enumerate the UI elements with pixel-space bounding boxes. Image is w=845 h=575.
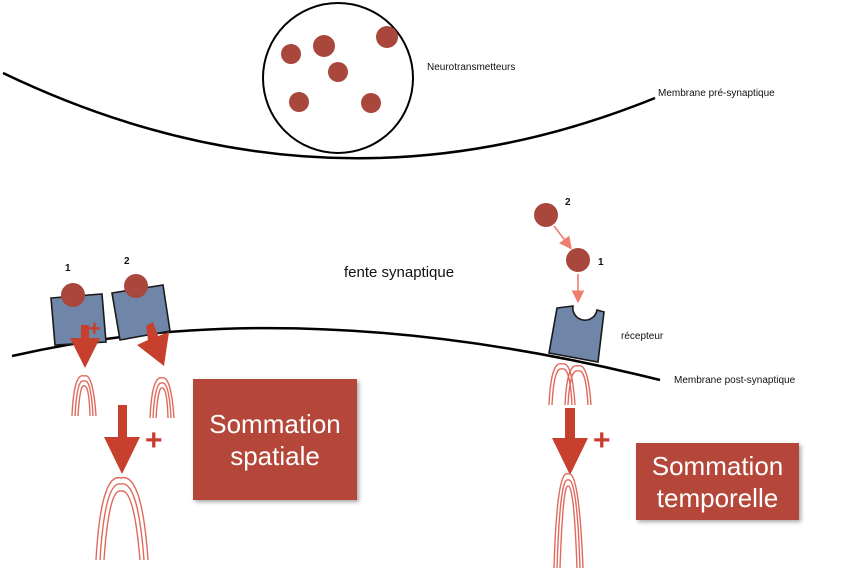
neurotransmitter-bound-1: [61, 283, 85, 307]
label-number-1-right: 1: [598, 257, 604, 268]
receptor-left-1: [50, 293, 107, 346]
potential-peak-small-2: [149, 377, 175, 419]
box-spatial-line2: spatiale: [230, 440, 320, 471]
label-number-1-left: 1: [65, 263, 71, 274]
label-neurotransmitters: Neurotransmetteurs: [427, 62, 516, 73]
arrow-down-summation-left: [104, 405, 140, 474]
potential-peak-large-left: [95, 476, 149, 561]
label-post-synaptic-membrane: Membrane post-synaptique: [674, 375, 796, 386]
potential-peak-large-right: [553, 473, 584, 569]
label-number-2-left: 2: [124, 256, 130, 267]
receptor-right: [548, 305, 605, 363]
arrow-down-left-2: [137, 322, 169, 366]
neurotransmitter-group: [281, 26, 398, 113]
label-receptor: récepteur: [621, 331, 664, 342]
neurotransmitter: [361, 93, 381, 113]
neurotransmitter-2-right: [534, 203, 558, 227]
box-spatial-line1: Sommation: [209, 408, 341, 439]
neurotransmitter: [289, 92, 309, 112]
label-number-2-right: 2: [565, 197, 571, 208]
neurotransmitter-bound-2: [124, 274, 148, 298]
arrow-pink-1: [553, 225, 572, 250]
plus-sign-left-large: +: [145, 424, 163, 457]
neurotransmitter-1-right: [566, 248, 590, 272]
neurotransmitter: [281, 44, 301, 64]
plus-sign-right-large: +: [593, 424, 611, 457]
neurotransmitter: [376, 26, 398, 48]
arrow-down-summation-right: [552, 408, 588, 475]
label-pre-synaptic-membrane: Membrane pré-synaptique: [658, 88, 775, 99]
box-temporal-line2: temporelle: [656, 482, 779, 513]
potential-peak-double-right: [548, 363, 592, 406]
neurotransmitter: [313, 35, 335, 57]
box-temporal-line1: Sommation: [651, 450, 784, 481]
potential-peak-small-1: [71, 375, 97, 417]
box-spatial-summation: Sommation spatiale: [193, 379, 357, 500]
label-synaptic-cleft: fente synaptique: [344, 264, 455, 281]
pre-synaptic-membrane: [2, 71, 656, 160]
neurotransmitter: [328, 62, 348, 82]
plus-sign-left-small: +: [88, 316, 101, 341]
box-temporal-summation: Sommation temporelle: [636, 443, 799, 520]
arrow-down-left-1: [70, 325, 100, 368]
